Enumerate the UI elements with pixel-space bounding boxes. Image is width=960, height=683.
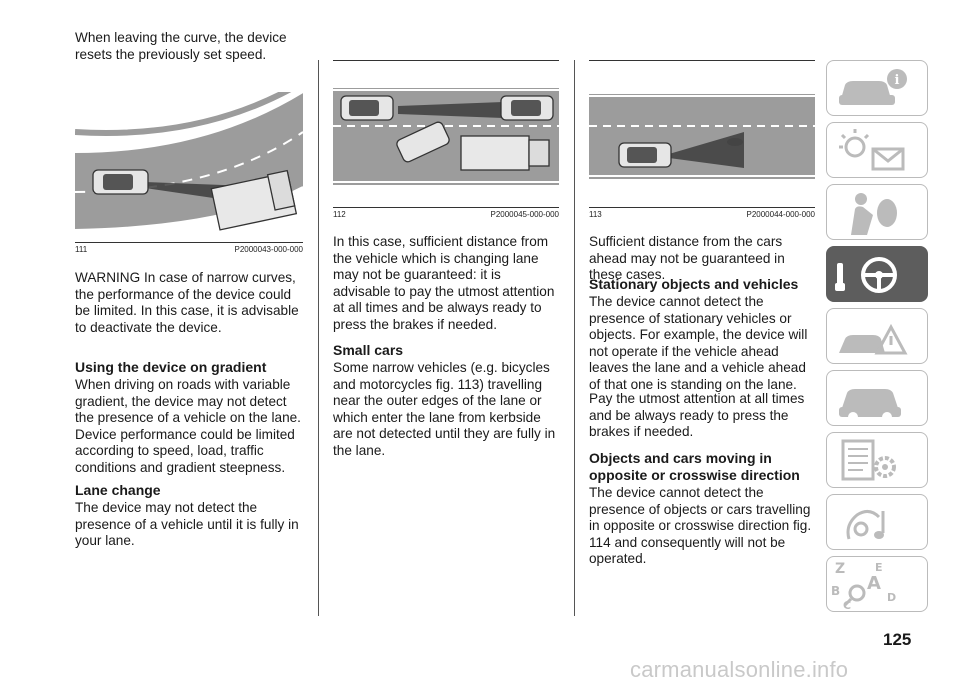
- stationary-paragraph: The device cannot detect the presence of…: [589, 294, 808, 392]
- top-rule: [589, 60, 815, 61]
- column-divider: [318, 60, 319, 616]
- page-number: 125: [883, 630, 912, 649]
- heading-lane-change: Lane change: [75, 482, 161, 498]
- svg-text:E: E: [875, 561, 883, 574]
- lane-change-warning-paragraph: In this case, sufficient distance from t…: [333, 234, 555, 332]
- figure-111: [74, 79, 305, 232]
- warning-lights-icon: [839, 129, 905, 171]
- svg-text:D: D: [887, 591, 896, 604]
- gradient-paragraph: When driving on roads with variable grad…: [75, 377, 301, 475]
- tab-index[interactable]: Z E B A D C: [826, 556, 928, 612]
- tab-technical-data[interactable]: [826, 432, 928, 488]
- tab-starting-driving[interactable]: [826, 246, 928, 302]
- heading-opposite: Objects and cars moving in opposite or c…: [589, 450, 800, 483]
- figure-number: 111: [75, 245, 88, 254]
- safety-airbag-icon: [851, 193, 897, 235]
- figure-113: [589, 88, 815, 185]
- figure-code: P2000043-000-000: [234, 245, 303, 254]
- car-info-icon: i: [839, 69, 907, 105]
- figure-113-caption: 113 P2000044-000-000: [589, 207, 815, 219]
- technical-data-icon: [841, 439, 896, 481]
- pay-attention-paragraph: Pay the utmost attention at all times an…: [589, 391, 805, 440]
- tab-warning-lights[interactable]: [826, 122, 928, 178]
- figure-code: P2000044-000-000: [746, 210, 815, 219]
- heading-stationary: Stationary objects and vehicles: [589, 276, 799, 292]
- heading-gradient: Using the device on gradient: [75, 359, 267, 375]
- tab-safety[interactable]: [826, 184, 928, 240]
- svg-text:B: B: [831, 584, 840, 598]
- intro-paragraph: When leaving the curve, the device reset…: [75, 30, 287, 62]
- tab-emergency[interactable]: [826, 308, 928, 364]
- figure-112: [333, 88, 559, 185]
- svg-text:Z: Z: [835, 561, 845, 577]
- emergency-triangle-icon: [839, 323, 908, 355]
- watermark: carmanualsonline.info: [630, 657, 849, 682]
- figure-112-caption: 112 P2000045-000-000: [333, 207, 559, 219]
- figure-111-caption: 111 P2000043-000-000: [75, 242, 303, 254]
- figure-number: 113: [589, 210, 602, 219]
- key-steering-wheel-icon: [835, 257, 897, 293]
- multimedia-icon: [846, 510, 885, 540]
- svg-text:A: A: [867, 573, 881, 594]
- alphabetical-index-icon: Z E B A D C: [831, 561, 896, 612]
- cars-ahead-paragraph: Sufficient distance from the cars ahead …: [589, 234, 785, 283]
- lane-change-paragraph: The device may not detect the presence o…: [75, 500, 299, 549]
- svg-text:i: i: [895, 73, 900, 88]
- column-divider: [574, 60, 575, 616]
- heading-small-cars: Small cars: [333, 342, 404, 358]
- figure-code: P2000045-000-000: [490, 210, 559, 219]
- top-rule: [333, 60, 559, 61]
- tab-car-info[interactable]: i: [826, 60, 928, 116]
- car-maintenance-icon: [839, 389, 901, 422]
- tab-maintenance[interactable]: [826, 370, 928, 426]
- figure-number: 112: [333, 210, 346, 219]
- tab-multimedia[interactable]: [826, 494, 928, 550]
- warning-paragraph: WARNING In case of narrow curves, the pe…: [75, 270, 299, 335]
- opposite-paragraph: The device cannot detect the presence of…: [589, 485, 812, 567]
- svg-text:C: C: [843, 599, 851, 612]
- small-cars-paragraph: Some narrow vehicles (e.g. bicycles and …: [333, 360, 556, 458]
